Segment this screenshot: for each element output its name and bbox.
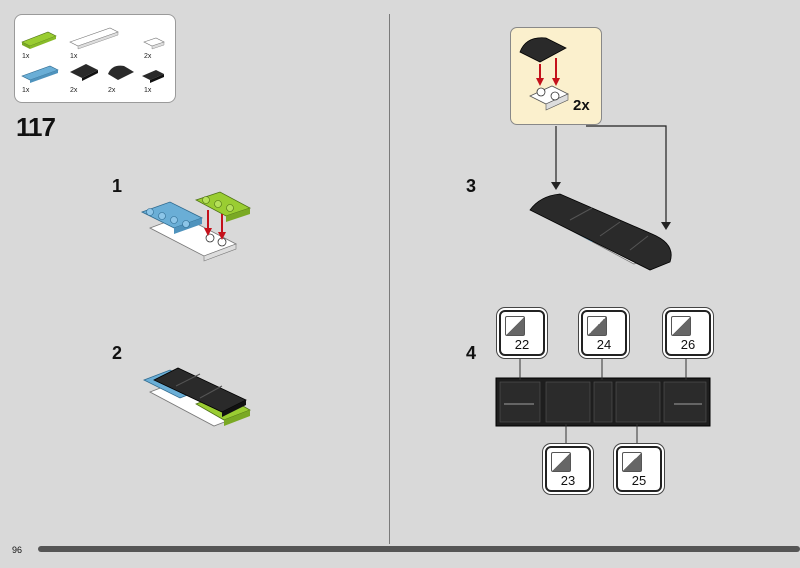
- sticker-number: 25: [631, 473, 647, 488]
- part-black-tile: [70, 64, 98, 81]
- sticker-image: [551, 452, 571, 472]
- sticker-image: [622, 452, 642, 472]
- step-number: 4: [466, 343, 477, 363]
- build-step-number: 117: [16, 112, 56, 142]
- step-number: 1: [112, 176, 123, 196]
- sticker-22: 22: [499, 310, 545, 356]
- part-black-slope: [108, 65, 134, 80]
- step1-assembly: [140, 191, 252, 262]
- page-number: 96: [12, 545, 23, 555]
- part-white-plate-short: [143, 37, 165, 50]
- sticker-number: 26: [680, 337, 696, 352]
- part-qty: 1x: [70, 53, 78, 60]
- part-qty: 1x: [22, 87, 30, 94]
- sticker-panel: [495, 354, 711, 446]
- sticker-number: 24: [596, 337, 612, 352]
- step-number: 2: [112, 343, 123, 363]
- part-qty: 1x: [22, 53, 30, 60]
- sticker-image: [671, 316, 691, 336]
- part-lime-plate: [21, 31, 57, 49]
- step-number: 3: [466, 176, 477, 196]
- column-divider: [389, 14, 390, 544]
- step3-assembly: [529, 125, 672, 271]
- parts-list: [14, 14, 176, 103]
- part-qty: 2x: [144, 53, 152, 60]
- part-blue-plate: [21, 65, 59, 83]
- subassembly-multiplier: 2x: [573, 97, 590, 114]
- progress-bar: [38, 546, 800, 552]
- sticker-23: 23: [545, 446, 591, 492]
- part-qty: 1x: [144, 87, 152, 94]
- part-qty: 2x: [108, 87, 116, 94]
- sticker-number: 23: [560, 473, 576, 488]
- part-white-plate-long: [69, 27, 119, 50]
- part-qty: 2x: [70, 87, 78, 94]
- sticker-24: 24: [581, 310, 627, 356]
- step2-assembly: [143, 367, 251, 427]
- part-black-small-tile: [142, 70, 164, 83]
- sticker-image: [505, 316, 525, 336]
- sticker-image: [587, 316, 607, 336]
- sticker-26: 26: [665, 310, 711, 356]
- sticker-25: 25: [616, 446, 662, 492]
- sticker-number: 22: [514, 337, 530, 352]
